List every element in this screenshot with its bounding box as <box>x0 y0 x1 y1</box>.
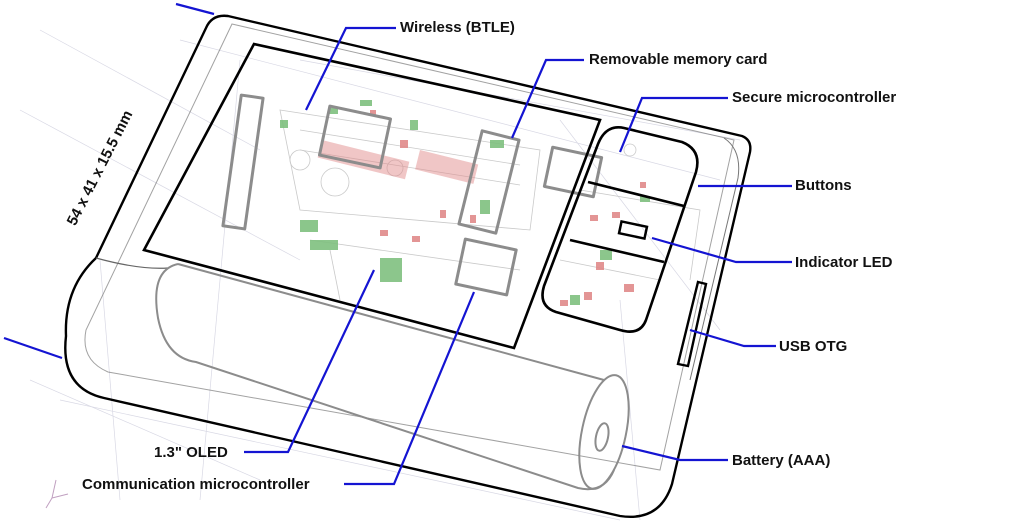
leader-indicator-led <box>651 236 792 264</box>
pcb-red-parts <box>317 110 646 306</box>
memory-card-slot <box>457 129 521 235</box>
leader-usb-otg <box>689 328 776 348</box>
leader-battery <box>621 444 728 462</box>
device-side-curve-right <box>689 137 740 381</box>
leader-memory-card <box>510 58 584 139</box>
indicator-led-part <box>617 219 649 241</box>
axis-glyph <box>45 479 69 509</box>
internal-components <box>221 93 604 297</box>
label-secure-mcu: Secure microcontroller <box>732 89 897 106</box>
secure-mcu-chip <box>542 145 604 199</box>
construction-lines <box>19 29 741 521</box>
oled-connector <box>221 93 265 231</box>
label-buttons: Buttons <box>795 177 852 194</box>
label-battery: Battery (AAA) <box>732 452 831 469</box>
leader-comm-mcu <box>344 291 476 486</box>
device-body-outline <box>64 14 752 518</box>
dimension-marker-left <box>3 336 63 360</box>
label-usb-otg: USB OTG <box>779 338 848 355</box>
button-panel <box>541 126 699 333</box>
leader-secure-mcu <box>618 96 728 153</box>
dimension-marker-top <box>175 2 215 16</box>
leader-lines <box>244 26 792 486</box>
battery-cylinder <box>155 263 630 491</box>
label-comm-mcu: Communication microcontroller <box>82 476 310 493</box>
leader-wireless <box>305 26 396 111</box>
oled-display-outline <box>142 42 602 350</box>
label-memory-card: Removable memory card <box>589 51 768 68</box>
pcb-green-parts <box>280 100 650 305</box>
label-indicator-led: Indicator LED <box>795 254 893 271</box>
usb-connector <box>676 280 708 368</box>
device-side-curve <box>95 257 169 269</box>
leader-oled <box>244 269 375 454</box>
pcb-traces <box>279 109 701 311</box>
wireless-module <box>317 104 393 170</box>
label-oled: 1.3" OLED <box>154 444 228 461</box>
label-wireless: Wireless (BTLE) <box>400 19 515 36</box>
comm-mcu-chip <box>454 237 518 297</box>
device-body-inner-edge <box>84 23 735 471</box>
